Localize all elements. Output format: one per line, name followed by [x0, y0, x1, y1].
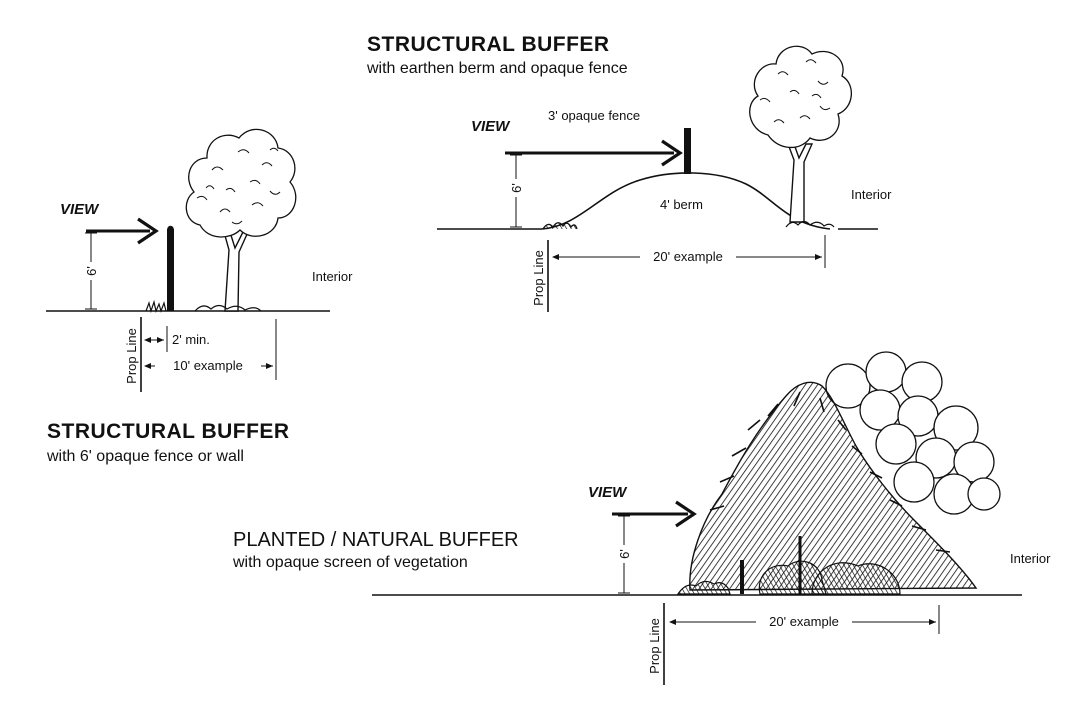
width-label: 10' example [173, 358, 243, 373]
berm-buffer-diagram: STRUCTURAL BUFFER with earthen berm and … [366, 33, 892, 312]
width-label: 20' example [769, 614, 839, 629]
diagram-title: STRUCTURAL BUFFER [47, 420, 290, 443]
fence-buffer-diagram: VIEW 6' Interior Prop Line 2' min. 10' e… [46, 128, 353, 465]
view-label: VIEW [588, 484, 628, 501]
interior-label: Interior [1010, 551, 1051, 566]
height-dimension [83, 232, 99, 310]
deciduous-tree [825, 351, 1001, 515]
height-label: 6' [617, 549, 632, 559]
interior-label: Interior [851, 187, 892, 202]
height-label: 6' [509, 183, 524, 193]
shrub-layer [740, 536, 901, 595]
view-arrow [86, 217, 159, 245]
earthen-berm [541, 172, 831, 230]
ground-cover [194, 304, 262, 312]
view-label: VIEW [60, 201, 100, 218]
shrub [542, 222, 578, 230]
width-label: 20' example [653, 249, 723, 264]
berm-label: 4' berm [660, 197, 703, 212]
height-label: 6' [84, 266, 99, 276]
prop-line-label: Prop Line [531, 250, 546, 306]
diagram-title: PLANTED / NATURAL BUFFER [233, 529, 519, 551]
interior-label: Interior [312, 269, 353, 284]
ground-shrub [676, 580, 731, 595]
tree [749, 45, 852, 228]
view-arrow [505, 139, 683, 167]
height-dimension [616, 515, 632, 594]
opaque-fence [167, 229, 174, 311]
view-arrow [612, 500, 697, 528]
diagram-subtitle: with 6' opaque fence or wall [46, 448, 244, 465]
prop-line-label: Prop Line [647, 618, 662, 674]
diagram-subtitle: with earthen berm and opaque fence [366, 60, 628, 77]
view-label: VIEW [471, 118, 511, 135]
grass-tuft [145, 299, 167, 314]
tree [185, 128, 297, 312]
prop-line-label: Prop Line [124, 328, 139, 384]
diagram-title: STRUCTURAL BUFFER [367, 33, 610, 56]
evergreen-screen [689, 381, 978, 591]
min-offset-label: 2' min. [172, 332, 210, 347]
fence-label: 3' opaque fence [548, 108, 640, 123]
height-dimension [508, 154, 524, 228]
planted-buffer-diagram: PLANTED / NATURAL BUFFER with opaque scr… [232, 351, 1051, 685]
opaque-fence [684, 128, 691, 174]
diagram-subtitle: with opaque screen of vegetation [232, 554, 468, 571]
